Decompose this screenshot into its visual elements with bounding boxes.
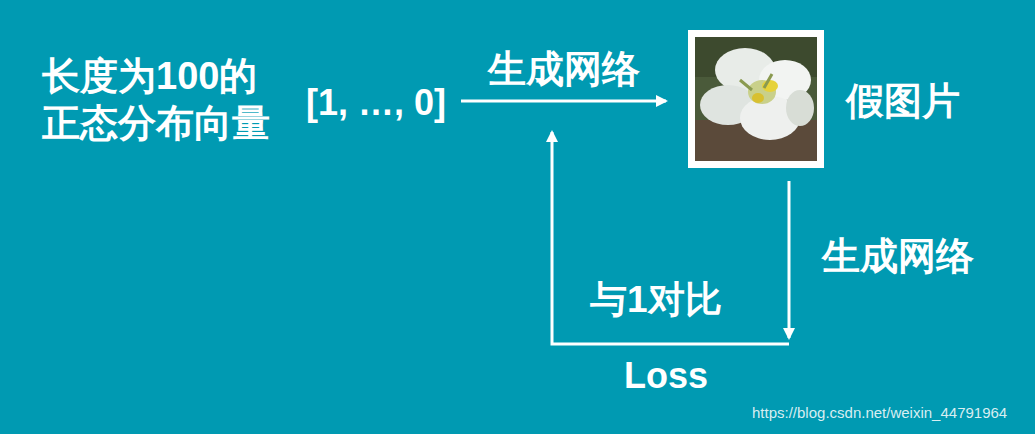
node-text: 假图片 bbox=[846, 77, 960, 126]
input-caption: 长度为100的 正态分布向量 bbox=[42, 53, 292, 147]
loss-line bbox=[788, 181, 791, 338]
loss-label: Loss bbox=[624, 354, 708, 397]
edge-label: 生成网络 bbox=[488, 47, 640, 93]
flow-arrow bbox=[461, 100, 666, 103]
image-node: 假图片 bbox=[688, 30, 824, 168]
vector-node: [1, …, 0] bbox=[306, 80, 447, 127]
feedback-line bbox=[552, 132, 789, 344]
compare-label: 与1对比 bbox=[590, 278, 722, 322]
fake-image bbox=[688, 30, 824, 168]
node-text: [1, …, 0] bbox=[306, 80, 446, 127]
watermark: https://blog.csdn.net/weixin_44791964 bbox=[752, 404, 1007, 422]
network-label: 生成网络 bbox=[822, 234, 974, 280]
